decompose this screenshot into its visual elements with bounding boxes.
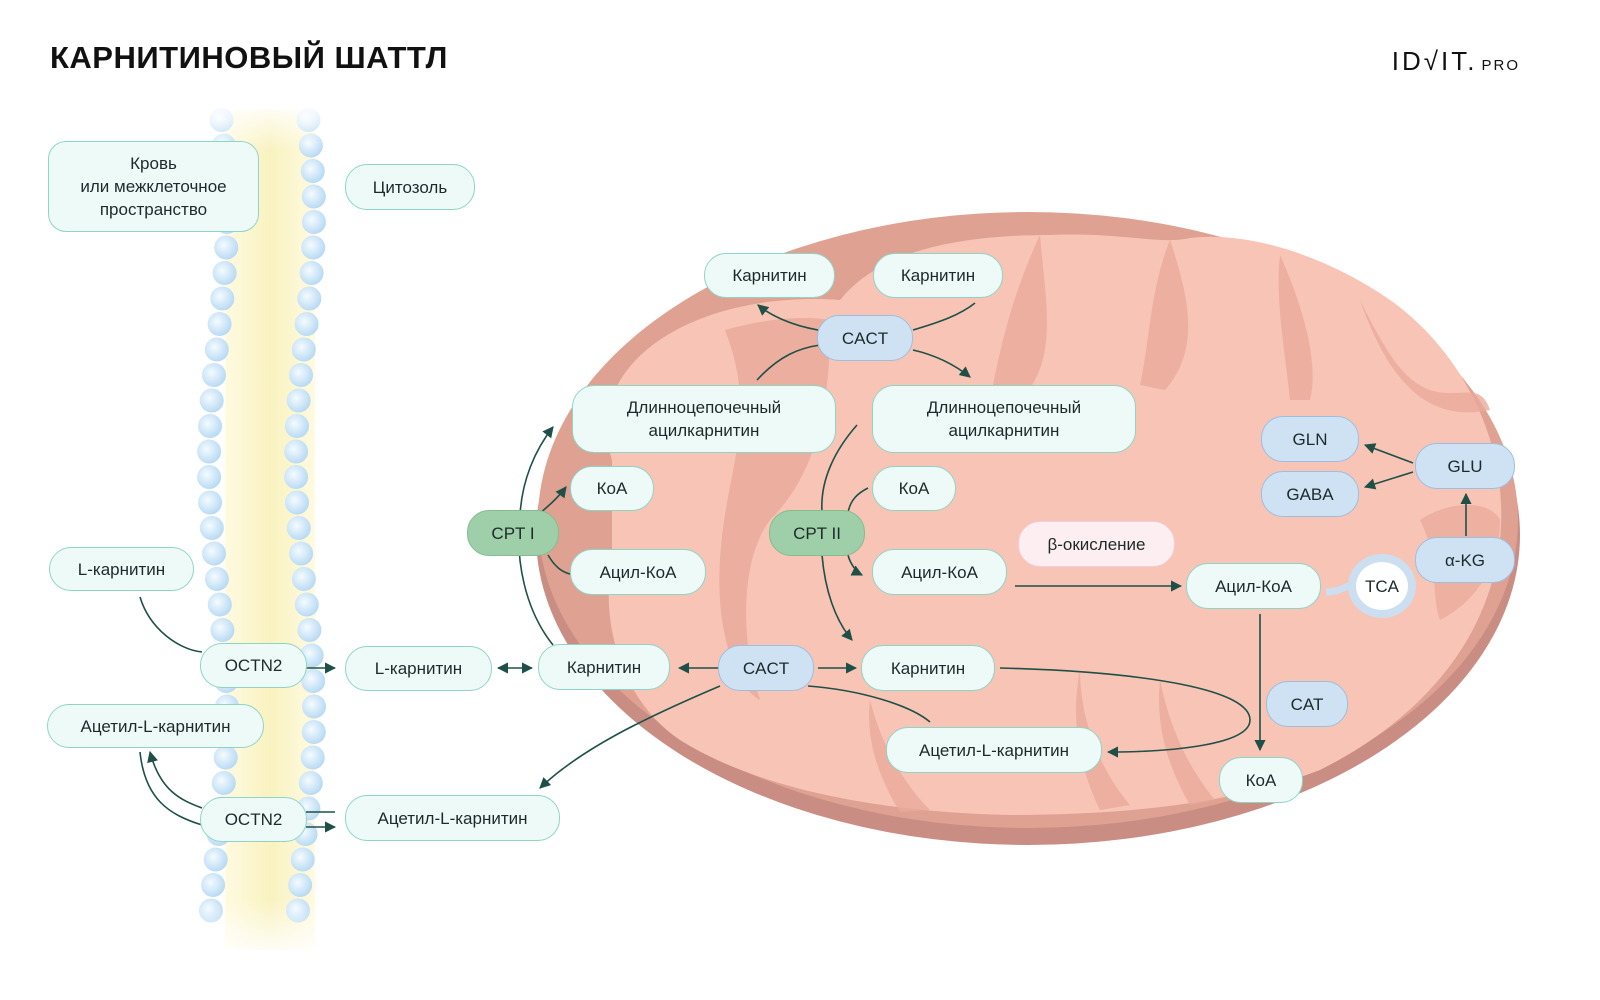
membrane-bead	[285, 414, 309, 438]
membrane-bead	[212, 261, 237, 285]
membrane-bead	[210, 618, 235, 642]
membrane-bead	[301, 720, 326, 744]
membrane-bead	[211, 771, 236, 795]
koa-bottom: КоА	[1219, 757, 1303, 803]
membrane-bead	[213, 745, 238, 770]
logo-suffix: PRO	[1481, 57, 1520, 74]
membrane-bead	[297, 286, 322, 311]
membrane-bead	[302, 694, 326, 719]
cpt1-enzyme: CPT I	[467, 510, 559, 556]
membrane-bead	[288, 873, 313, 897]
membrane-bead	[202, 363, 226, 387]
gaba-metabolite: GABA	[1261, 471, 1359, 517]
cpt2-enzyme: CPT II	[769, 510, 865, 556]
acetyl-l-carnitine-blood: Ацетил-L-карнитин	[47, 704, 264, 748]
tca-cycle: TCA	[1348, 554, 1416, 618]
membrane-bead	[201, 873, 226, 897]
acyl-koa-right: Ацил-КоА	[1186, 563, 1321, 609]
blood-region-label: Кровь или межклеточное пространство	[48, 141, 259, 232]
alpha-kg-metabolite: α-KG	[1415, 537, 1515, 583]
membrane-bead	[197, 465, 222, 489]
cat-enzyme: CAT	[1266, 681, 1348, 727]
membrane-bead	[210, 286, 235, 311]
octn2-transporter-bottom: OCTN2	[200, 797, 307, 842]
membrane-bead	[286, 516, 311, 540]
membrane-beads-right	[284, 108, 326, 923]
acetyl-l-carnitine-matrix: Ацетил-L-карнитин	[886, 727, 1102, 773]
l-carnitine-cytosol: L-карнитин	[345, 646, 492, 691]
membrane-bead	[198, 414, 222, 438]
membrane-bead	[300, 159, 325, 183]
membrane-bead	[199, 516, 224, 540]
membrane-bead	[199, 388, 224, 413]
acyl-koa-left: Ацил-КоА	[570, 549, 706, 595]
membrane-bead	[286, 388, 311, 413]
koa-left: КоА	[570, 466, 654, 511]
membrane-bead	[301, 184, 326, 209]
membrane-bead	[294, 312, 319, 336]
gln-metabolite: GLN	[1261, 416, 1359, 462]
carnitine-matrix: Карнитин	[861, 645, 995, 691]
membrane-bead	[207, 312, 232, 336]
membrane-bead	[289, 541, 314, 566]
membrane-bead	[202, 541, 227, 566]
long-chain-acylcarnitine-left: Длинноцепочечный ацилкарнитин	[572, 385, 836, 453]
page-title: КАРНИТИНОВЫЙ ШАТТЛ	[50, 40, 448, 75]
membrane-bead	[204, 567, 229, 591]
octn2-transporter-top: OCTN2	[200, 643, 307, 688]
membrane-bead	[285, 490, 309, 515]
tca-link	[1325, 582, 1351, 596]
membrane-bead	[198, 490, 222, 515]
long-chain-acylcarnitine-right: Длинноцепочечный ацилкарнитин	[872, 385, 1136, 453]
membrane-bead	[289, 363, 313, 387]
beta-oxidation-label: β-окисление	[1018, 521, 1175, 567]
koa-middle: КоА	[872, 466, 956, 511]
cytosol-label: Цитозоль	[345, 164, 475, 210]
membrane-bead	[301, 669, 326, 693]
membrane-bead	[298, 771, 323, 795]
membrane-bead	[300, 745, 325, 770]
membrane-bead	[203, 847, 228, 872]
membrane-bead	[291, 567, 316, 591]
brand-logo: ID√IT.PRO	[1392, 46, 1520, 77]
membrane-bead	[214, 235, 239, 260]
membrane-bead	[301, 235, 326, 260]
cact-transporter-bottom: CACT	[718, 645, 814, 691]
connectors	[139, 302, 1472, 833]
acetyl-l-carnitine-cytosol: Ацетил-L-карнитин	[345, 795, 560, 841]
membrane-bead	[197, 439, 222, 464]
cact-transporter-top: CACT	[817, 315, 913, 361]
membrane-bead	[301, 210, 326, 234]
logo-text: ID√IT.	[1391, 46, 1478, 76]
carnitine-top-right: Карнитин	[873, 253, 1003, 298]
membrane-bead	[291, 337, 316, 362]
membrane-bead	[294, 592, 319, 617]
acyl-koa-middle: Ацил-КоА	[872, 549, 1007, 595]
membrane-bead	[290, 847, 315, 872]
membrane-bead	[297, 618, 322, 642]
carnitine-top-left: Карнитин	[704, 253, 835, 298]
membrane-bead	[299, 261, 324, 285]
membrane-bead	[284, 439, 309, 464]
carnitine-cytosol: Карнитин	[538, 644, 670, 690]
membrane-bead	[284, 465, 309, 489]
glu-metabolite: GLU	[1415, 443, 1515, 489]
l-carnitine-blood: L-карнитин	[49, 547, 194, 591]
membrane-bead	[207, 592, 232, 617]
membrane-bead	[204, 337, 229, 362]
